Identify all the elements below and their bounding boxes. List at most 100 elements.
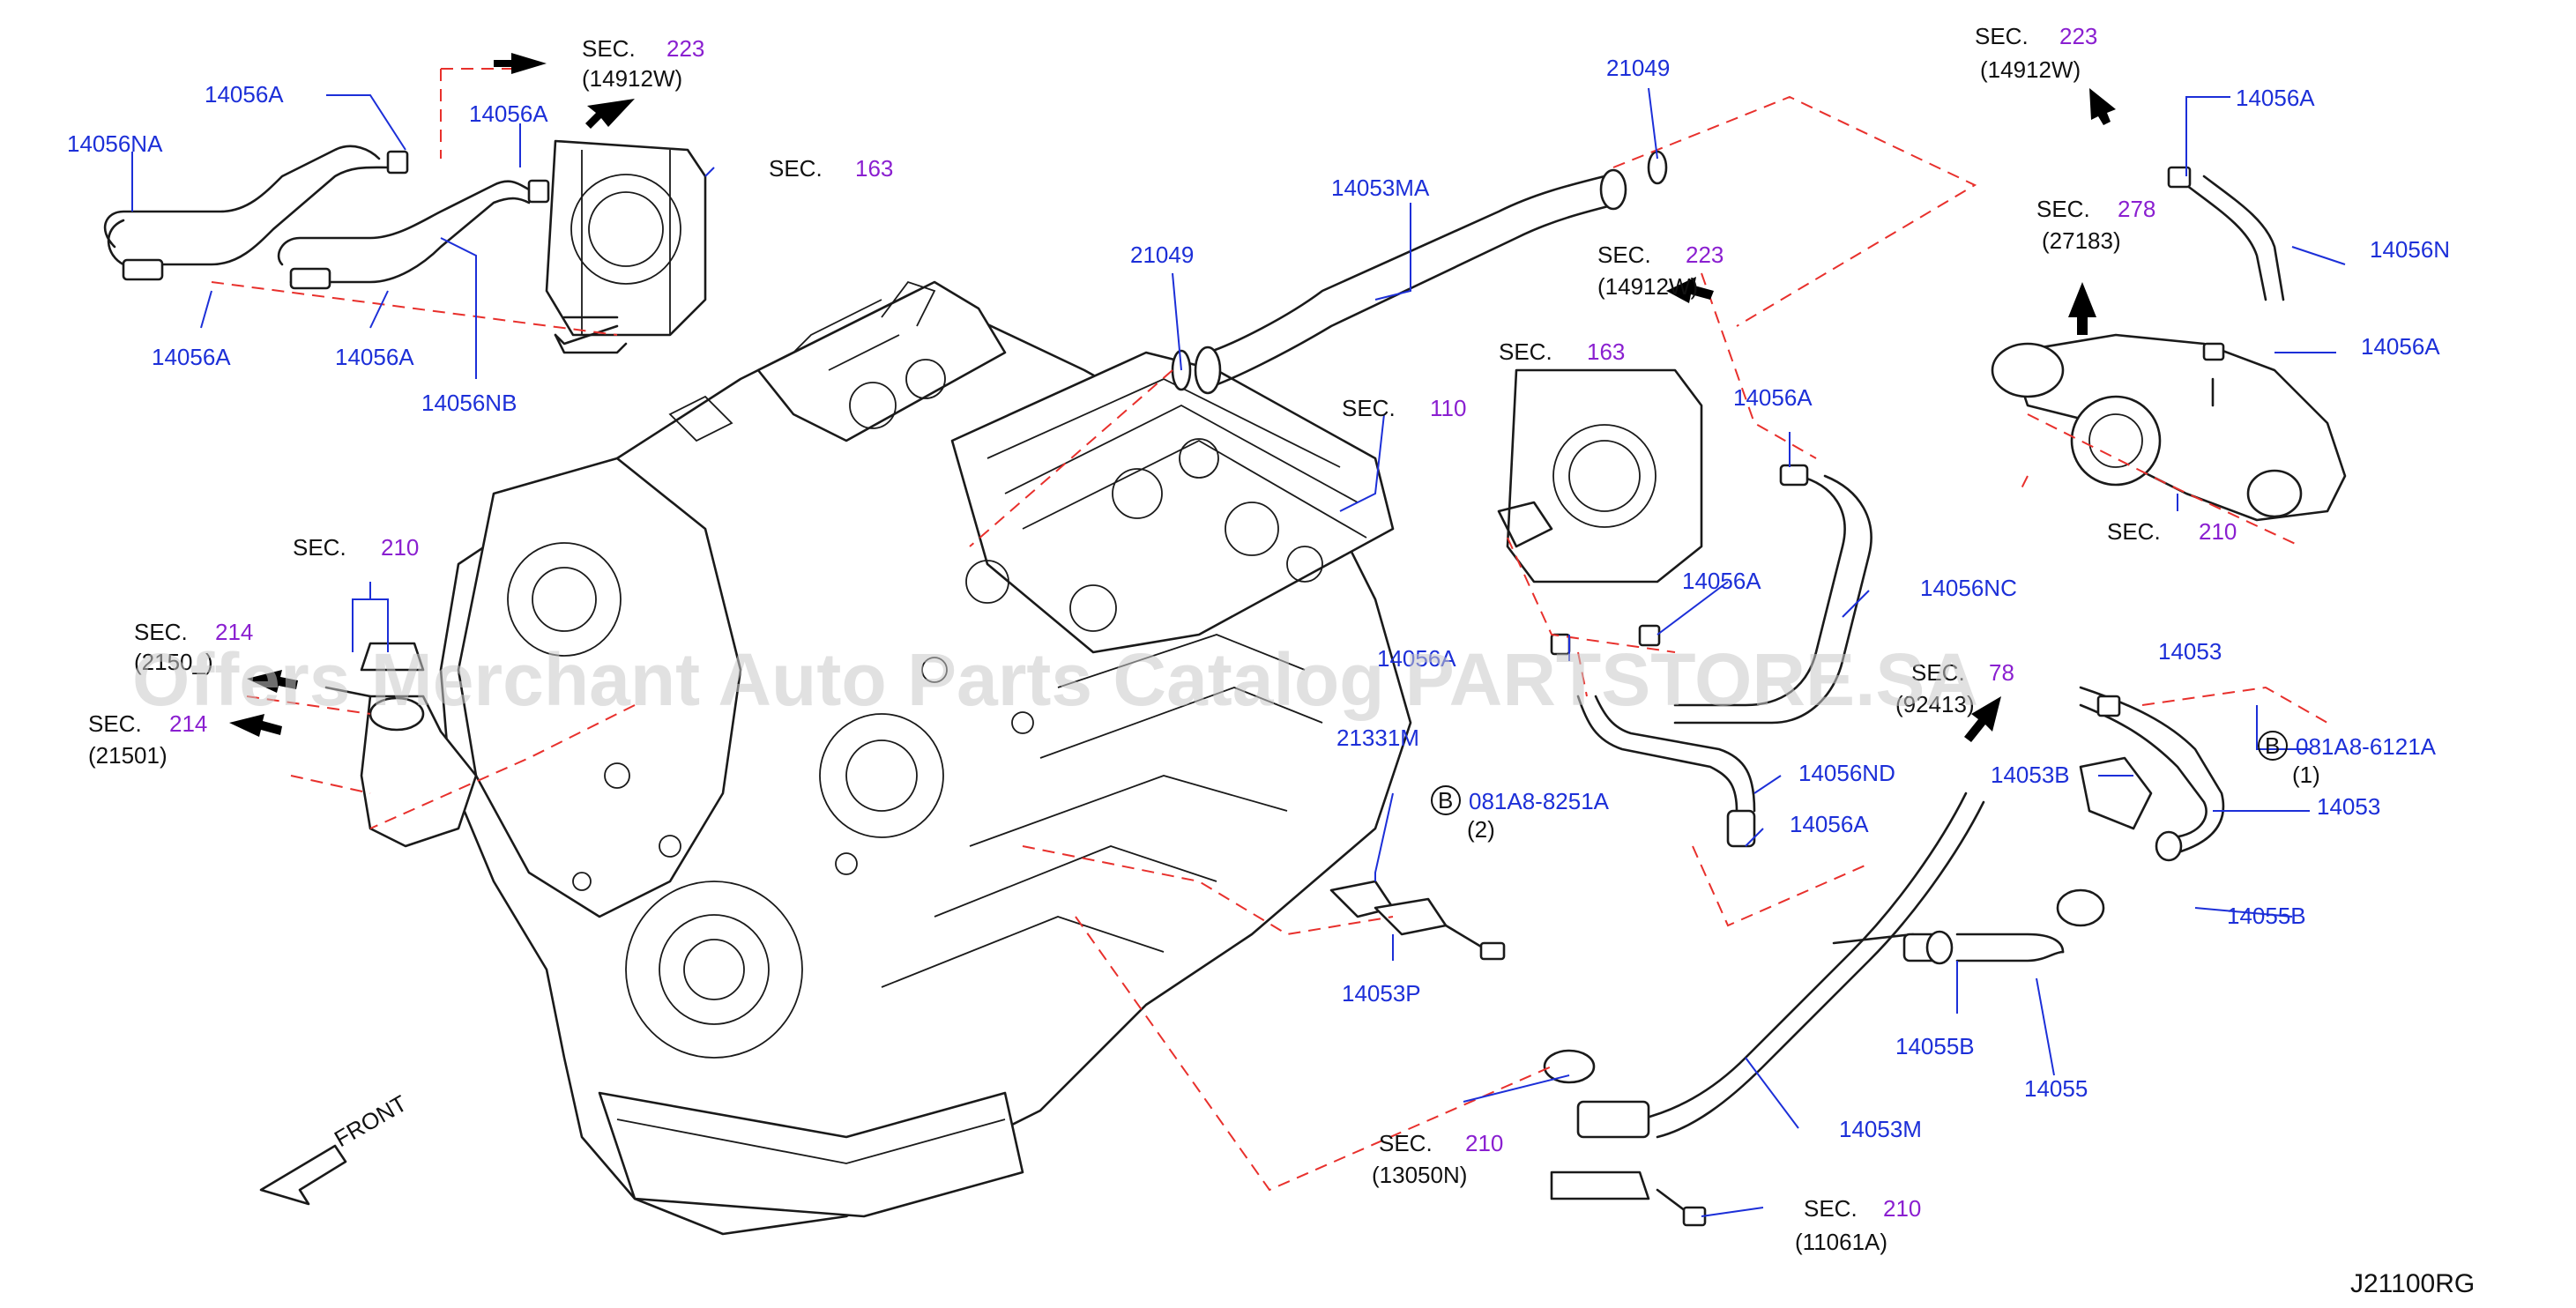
sec210-bot-num: 210	[1883, 1195, 1921, 1222]
sec223-right-word: SEC.	[1975, 23, 2029, 49]
sec214-a-word: SEC.	[134, 619, 188, 645]
sec223-mid-word: SEC.	[1597, 242, 1651, 268]
label-14055: 14055	[2024, 1075, 2088, 1102]
sec223-top-sub: (14912W)	[582, 65, 682, 92]
pipe-14053-drawing	[2056, 686, 2225, 927]
arrow-sec214-b	[229, 714, 282, 737]
label-14055B-2: 14055B	[1895, 1033, 1975, 1059]
label-14056A-7: 14056A	[1733, 384, 1813, 411]
label-14053: 14053	[2317, 793, 2380, 820]
diagram-code: J21100RG	[2350, 1269, 2475, 1298]
sec163-mid-num: 163	[1587, 338, 1625, 365]
label-14053-partial: 14053	[2158, 638, 2222, 665]
bolt-bottom-drawing	[1656, 1188, 1707, 1227]
sec278-sub: (27183)	[2042, 227, 2121, 254]
sec214-a-sub: (2150_)	[134, 649, 213, 675]
front-label: FRONT	[330, 1089, 412, 1152]
label-14053M: 14053M	[1839, 1116, 1922, 1142]
label-14056A-1: 14056A	[205, 81, 284, 108]
sec210-right-word: SEC.	[2107, 518, 2161, 545]
sec214-b-num: 214	[169, 710, 207, 737]
throttle-body-top-drawing	[545, 139, 707, 354]
sec210-bot-word: SEC.	[1804, 1195, 1858, 1222]
water-outlet-right-drawing	[1991, 166, 2347, 522]
label-14056A-9: 14056A	[1790, 811, 1869, 837]
sec223-right-sub: (14912W)	[1980, 56, 2081, 83]
arrow-sec214-a	[247, 670, 298, 693]
label-14056A-partial: 14056A	[1377, 645, 1456, 672]
sec163-mid-word: SEC.	[1499, 338, 1552, 365]
sec210-right-num: 210	[2199, 518, 2237, 545]
label-14056NA: 14056NA	[67, 130, 163, 157]
bolt2-circle-label: B	[2265, 732, 2280, 759]
sec163-top-word: SEC.	[769, 155, 823, 182]
engine-block-drawing	[324, 280, 1412, 1236]
sec110-word: SEC.	[1342, 395, 1396, 421]
label-14056A-6: 14056A	[2361, 333, 2440, 360]
sec278-num: 278	[2118, 196, 2155, 222]
arrow-sec223-right	[2089, 88, 2116, 125]
sec223-top-num: 223	[666, 35, 704, 62]
sec214-b-word: SEC.	[88, 710, 142, 737]
sec210-low-word: SEC.	[1379, 1130, 1433, 1156]
sec210-bot-sub: (11061A)	[1795, 1229, 1887, 1255]
bolt2-qty: (1)	[2292, 762, 2320, 788]
hose-14056NC-ND-drawing	[1550, 464, 1872, 848]
hose-14055-drawing	[1902, 930, 2065, 965]
sec78-sub: (92413)	[1895, 691, 1975, 717]
watermark-text: Offers Merchant Auto Parts Catalog PARTS…	[132, 638, 1978, 721]
gasket-14053P-drawing	[1329, 880, 1506, 961]
label-21331M: 21331M	[1336, 725, 1419, 751]
label-14056A-2: 14056A	[469, 100, 548, 127]
label-14056ND: 14056ND	[1798, 760, 1895, 786]
bolt1-circle-label: B	[1438, 787, 1453, 814]
front-arrow: FRONT	[259, 1089, 412, 1206]
label-14053MA: 14053MA	[1331, 175, 1430, 201]
arrow-sec223-mid	[1666, 277, 1714, 303]
pipe-14053MA-drawing	[1171, 150, 1668, 395]
label-14053B: 14053B	[1991, 762, 2070, 788]
label-14056A-4: 14056A	[335, 344, 414, 370]
sec78-word: SEC.	[1911, 659, 1965, 686]
sec78-num: 78	[1989, 659, 2014, 686]
leader-lines	[131, 87, 2346, 1217]
label-14053P: 14053P	[1342, 980, 1421, 1007]
label-21049-2: 21049	[1130, 242, 1194, 268]
bolt2-code: 081A8-6121A	[2296, 733, 2437, 760]
sec110-num: 110	[1430, 395, 1466, 421]
labels: 14056A 14056A 14056NA 14056A 14056A 1405…	[67, 23, 2475, 1298]
sec210-low-sub: (13050N)	[1372, 1162, 1467, 1188]
sec163-top-num: 163	[855, 155, 893, 182]
sec214-b-sub: (21501)	[88, 742, 168, 769]
label-14056A-3: 14056A	[152, 344, 231, 370]
bolt1-qty: (2)	[1467, 816, 1495, 843]
throttle-body-mid-drawing	[1497, 368, 1703, 583]
sec210-left-num: 210	[381, 534, 419, 561]
bolt2-circle	[2258, 731, 2288, 761]
label-21049-1: 21049	[1606, 55, 1670, 81]
pipe-14053M-drawing	[1543, 791, 1985, 1200]
arrow-sec278	[2068, 282, 2096, 335]
sec223-mid-num: 223	[1686, 242, 1724, 268]
sec214-a-num: 214	[215, 619, 253, 645]
label-14056A-5: 14056A	[2236, 85, 2315, 111]
sec223-right-num: 223	[2059, 23, 2097, 49]
direction-arrows	[229, 53, 2116, 742]
sec223-mid-sub: (14912W)	[1597, 273, 1698, 300]
label-14056NB: 14056NB	[421, 390, 517, 416]
sec278-word: SEC.	[2036, 196, 2090, 222]
sec210-left-word: SEC.	[293, 534, 346, 561]
reference-dashed-lines	[211, 68, 2328, 1192]
bolt1-code: 081A8-8251A	[1469, 788, 1610, 814]
hoses-top-left-drawing	[103, 145, 619, 319]
arrow-sec78	[1964, 696, 2001, 742]
label-14056N: 14056N	[2370, 236, 2450, 263]
arrow-sec223-top2	[585, 99, 635, 129]
arrow-sec223-top	[494, 53, 547, 74]
bolt1-circle	[1431, 785, 1461, 815]
sec210-low-num: 210	[1465, 1130, 1503, 1156]
label-14056NC: 14056NC	[1920, 575, 2017, 601]
label-14056A-8: 14056A	[1682, 568, 1761, 594]
label-14055B-1: 14055B	[2227, 903, 2306, 929]
